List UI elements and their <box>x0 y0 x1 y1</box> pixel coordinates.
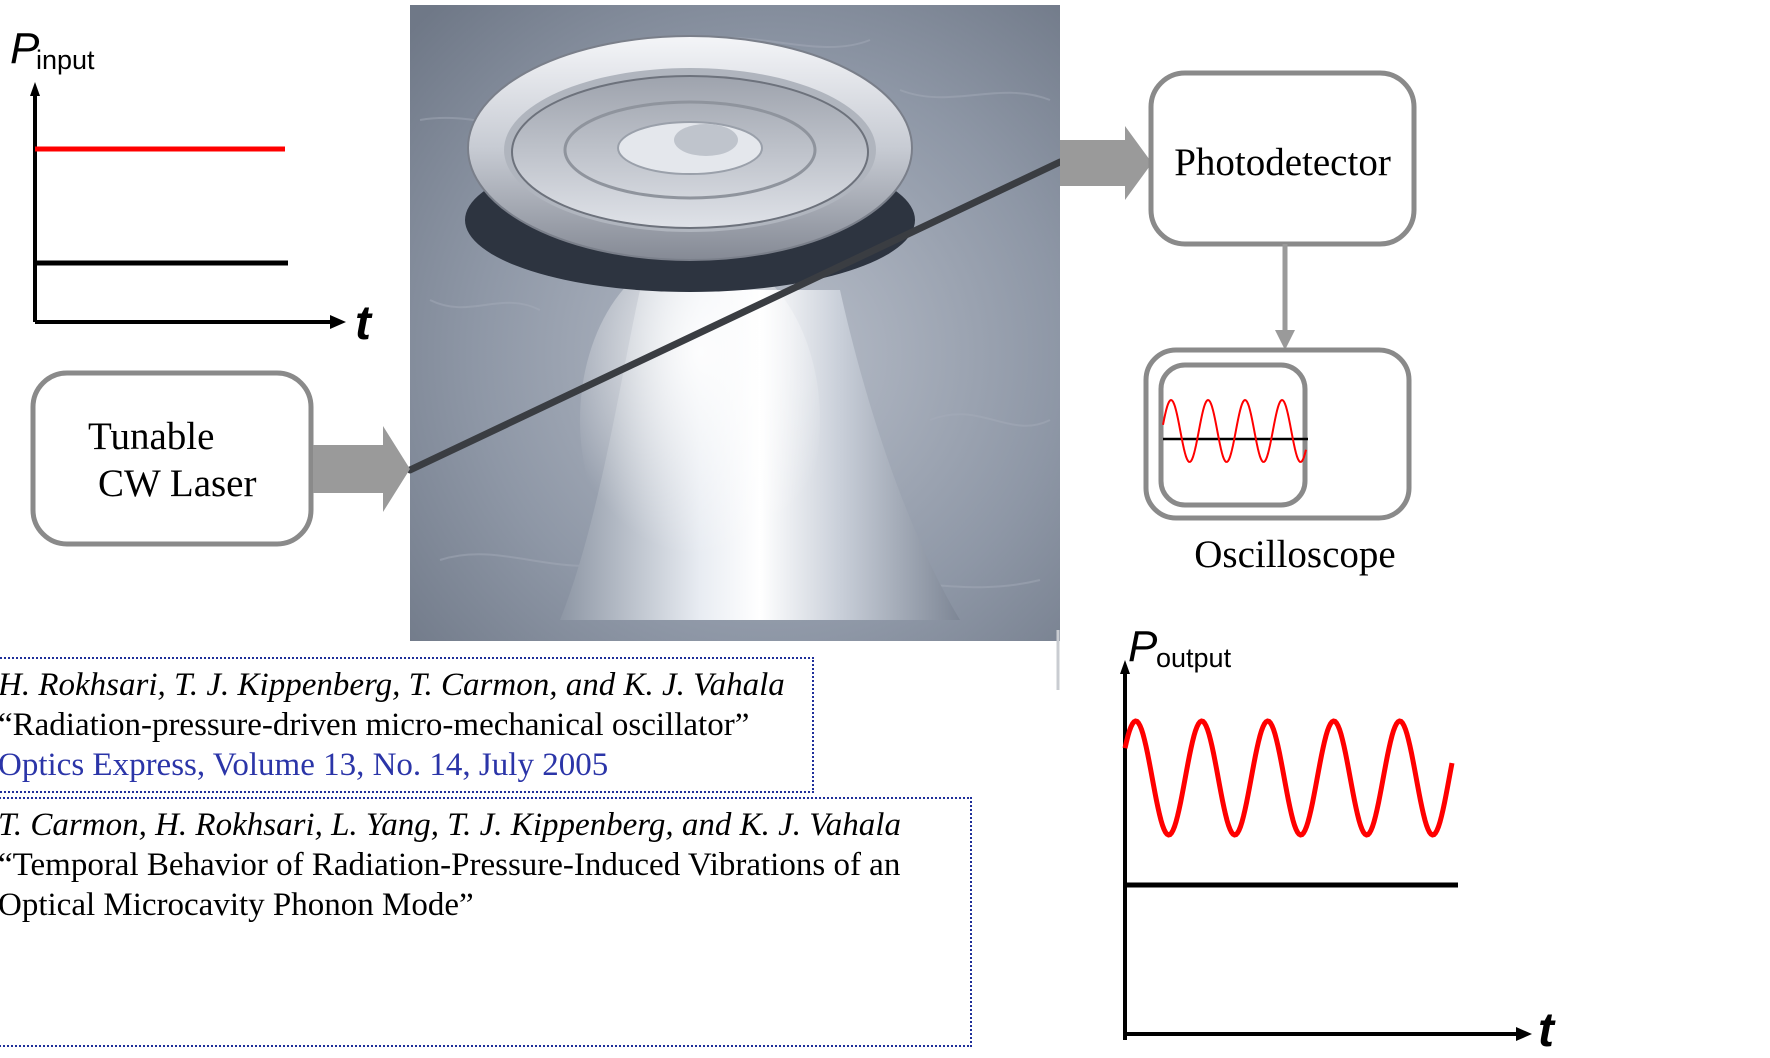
input-power-plot <box>30 82 346 329</box>
oscilloscope-device <box>1143 347 1412 521</box>
laser-label-line1: Tunable <box>88 415 215 458</box>
output-power-subscript: output <box>1156 643 1232 673</box>
photodetector-label: Photodetector <box>1174 141 1391 184</box>
reference-1-title: “Radiation-pressure-driven micro-mechani… <box>0 707 750 743</box>
reference-2-title-line2: Optical Microcavity Phonon Mode” <box>0 887 474 923</box>
output-y-axis-arrowhead <box>1120 660 1130 674</box>
input-x-axis-arrowhead <box>330 315 346 329</box>
oscilloscope-label: Oscilloscope <box>1194 533 1396 576</box>
input-power-symbol: P <box>10 24 40 73</box>
output-red-trace <box>1122 718 1455 838</box>
input-power-subscript: input <box>36 45 95 75</box>
reference-2-authors: T. Carmon, H. Rokhsari, L. Yang, T. J. K… <box>0 807 901 843</box>
microtoroid-image <box>406 5 1064 690</box>
reference-1-journal: Optics Express, Volume 13, No. 14, July … <box>0 747 609 783</box>
oscilloscope-screen <box>1158 362 1308 508</box>
input-y-axis-arrowhead <box>30 82 40 96</box>
fiber-to-detector-arrow <box>1060 126 1152 200</box>
detector-to-scope-arrowhead <box>1275 330 1295 350</box>
laser-block <box>30 370 410 547</box>
reference-card-1: H. Rokhsari, T. J. Kippenberg, T. Carmon… <box>0 657 814 793</box>
output-power-symbol: P <box>1128 622 1158 671</box>
reference-card-2: T. Carmon, H. Rokhsari, L. Yang, T. J. K… <box>0 797 972 1047</box>
laser-to-fiber-arrow <box>313 426 410 512</box>
input-time-label: t <box>355 297 371 350</box>
output-x-axis-arrowhead <box>1516 1027 1532 1041</box>
reference-2-title-line1: “Temporal Behavior of Radiation-Pressure… <box>0 847 901 883</box>
laser-label-line2: CW Laser <box>98 462 257 505</box>
output-power-plot <box>1120 660 1532 1041</box>
output-time-label: t <box>1538 1004 1554 1057</box>
reference-1-authors: H. Rokhsari, T. J. Kippenberg, T. Carmon… <box>0 667 785 703</box>
scope-trace <box>1162 398 1307 463</box>
laser-box <box>30 370 314 547</box>
